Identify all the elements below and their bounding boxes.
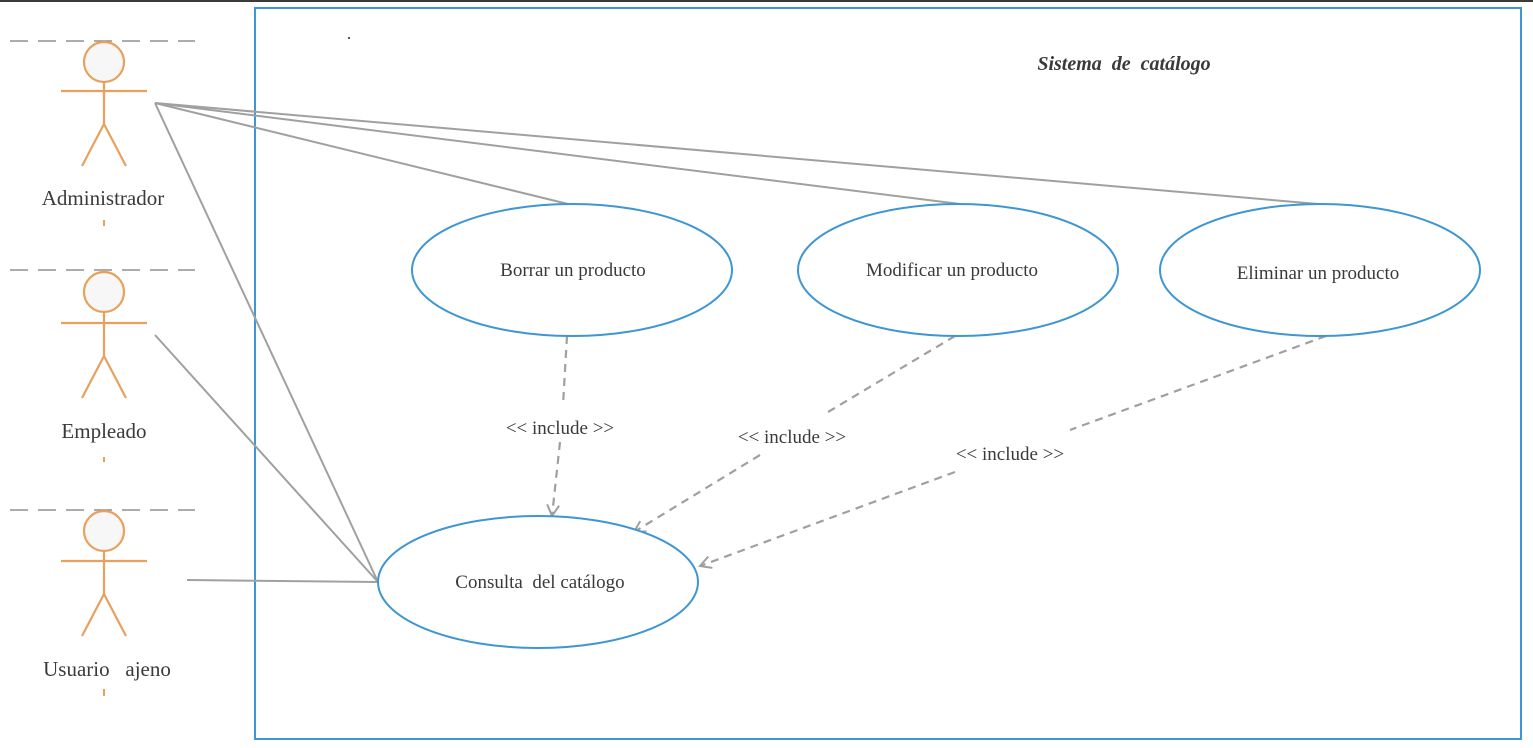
include-label-eliminar: << include >>	[956, 444, 1064, 465]
use-case-modificar-label: Modificar un producto	[866, 260, 1038, 281]
use-case-borrar[interactable]: Borrar un producto	[411, 203, 733, 337]
actor-administrador-figure-icon	[61, 40, 147, 167]
include-eliminar-line-a	[1069, 334, 1327, 432]
include-borrar-line-b	[552, 441, 562, 516]
use-case-eliminar-ellipse[interactable]	[1159, 203, 1481, 337]
assoc-admin-eliminar	[154, 102, 1319, 205]
assoc-admin-modificar	[154, 102, 961, 205]
use-case-consulta-ellipse[interactable]	[377, 515, 699, 649]
include-borrar-line-a	[561, 335, 569, 406]
use-case-consulta-label: Consulta del catálogo	[455, 572, 624, 593]
assoc-admin-borrar	[154, 102, 569, 205]
actor-usuario-figure-icon	[61, 509, 147, 637]
include-modificar-line-b	[634, 454, 761, 532]
include-eliminar-line-b	[700, 470, 956, 566]
assoc-usuario-consulta	[186, 579, 379, 583]
system-title: Sistema de catálogo	[1037, 53, 1210, 75]
use-case-eliminar[interactable]: Eliminar un producto	[1159, 203, 1481, 337]
include-dependencies	[552, 334, 1327, 566]
include-label-borrar: << include >>	[506, 418, 614, 439]
system-boundary	[254, 7, 1522, 740]
actor-empleado-label: Empleado	[61, 419, 146, 443]
use-case-modificar-ellipse[interactable]	[797, 203, 1119, 337]
actor-empleado-figure-icon	[61, 270, 147, 399]
use-case-consulta[interactable]: Consulta del catálogo	[377, 515, 699, 649]
use-case-borrar-label: Borrar un producto	[500, 260, 646, 281]
actor-usuario-ajeno[interactable]: Usuario ajeno	[10, 509, 195, 696]
actor-empleado[interactable]: Empleado	[10, 269, 195, 462]
include-modificar-line-a	[827, 335, 956, 413]
assoc-admin-consulta	[154, 102, 379, 583]
use-case-eliminar-label: Eliminar un producto	[1237, 263, 1400, 284]
actor-administrador[interactable]: Administrador	[10, 40, 195, 226]
actor-administrador-label: Administrador	[42, 186, 164, 210]
use-case-modificar[interactable]: Modificar un producto	[797, 203, 1119, 337]
associations	[154, 102, 1319, 583]
include-label-modificar: << include >>	[738, 427, 846, 448]
stray-dot	[348, 37, 350, 39]
actor-usuario-label: Usuario ajeno	[43, 657, 171, 681]
use-case-borrar-ellipse[interactable]	[411, 203, 733, 337]
assoc-empleado-consulta	[154, 334, 379, 583]
